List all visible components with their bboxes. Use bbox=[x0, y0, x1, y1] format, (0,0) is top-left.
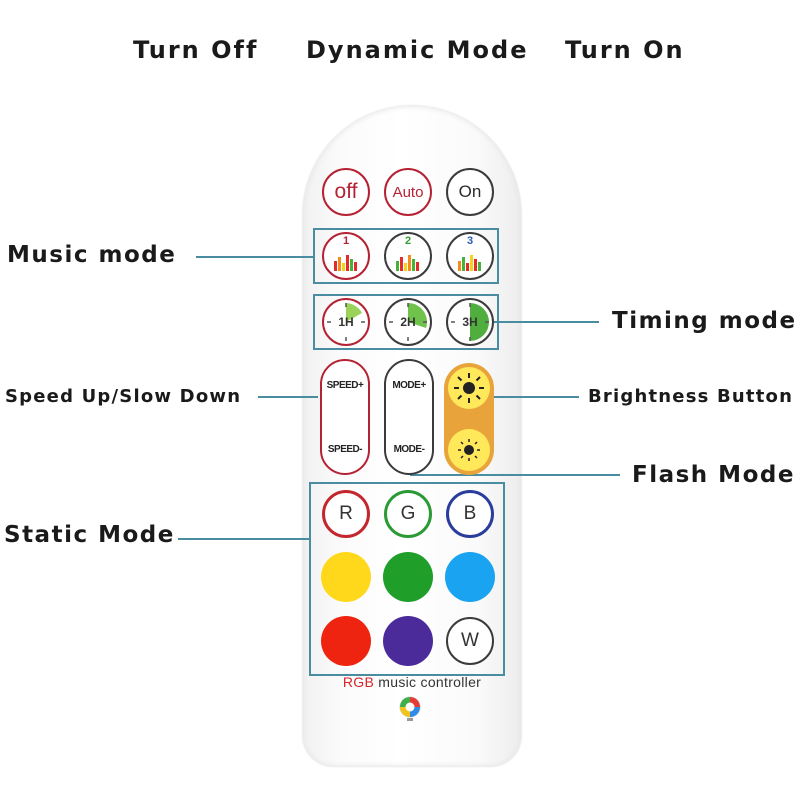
music-mode-2-number: 2 bbox=[404, 235, 412, 247]
green-letter-label: G bbox=[400, 503, 416, 524]
music-mode-1-button[interactable]: 1 bbox=[322, 232, 370, 280]
equalizer-icon bbox=[396, 255, 419, 271]
turn-on-label: Turn On bbox=[565, 36, 685, 64]
sun-dim-icon bbox=[458, 439, 480, 461]
music-mode-3-number: 3 bbox=[466, 235, 474, 247]
music-mode-1-number: 1 bbox=[342, 235, 350, 247]
timing-mode-line bbox=[494, 321, 599, 323]
static-mode-label: Static Mode bbox=[4, 522, 175, 548]
brightness-label: Brightness Button bbox=[588, 386, 794, 407]
yellow-color-button[interactable] bbox=[321, 552, 371, 602]
blue-letter-label: B bbox=[463, 503, 477, 524]
red-letter-button[interactable]: R bbox=[322, 490, 370, 538]
auto-button[interactable]: Auto bbox=[384, 168, 432, 216]
mode-rocker: MODE+ MODE- bbox=[384, 359, 434, 475]
speed-down-button[interactable]: SPEED- bbox=[327, 443, 363, 455]
mode-up-button[interactable]: MODE+ bbox=[392, 379, 426, 391]
turn-off-label: Turn Off bbox=[133, 36, 259, 64]
white-button-label: W bbox=[461, 630, 479, 651]
auto-button-label: Auto bbox=[392, 183, 424, 201]
clock-icon bbox=[389, 303, 427, 341]
timing-mode-box bbox=[313, 294, 499, 350]
timer-1h-label: 1H bbox=[338, 315, 354, 329]
speed-label: Speed Up/Slow Down bbox=[5, 386, 242, 407]
speed-rocker: SPEED+ SPEED- bbox=[320, 359, 370, 475]
on-button-label: On bbox=[458, 182, 482, 201]
white-button[interactable]: W bbox=[446, 617, 494, 665]
brand-rest-text: music controller bbox=[374, 674, 482, 690]
speed-up-button[interactable]: SPEED+ bbox=[326, 379, 364, 391]
flash-mode-label: Flash Mode bbox=[632, 462, 795, 488]
brand-text: RGB music controller bbox=[303, 674, 521, 690]
blue-letter-button[interactable]: B bbox=[446, 490, 494, 538]
music-mode-label: Music mode bbox=[7, 242, 177, 268]
green-color-button[interactable] bbox=[383, 552, 433, 602]
timer-2h-label: 2H bbox=[400, 315, 416, 329]
mode-down-button[interactable]: MODE- bbox=[393, 443, 425, 455]
equalizer-icon bbox=[458, 255, 481, 271]
green-letter-button[interactable]: G bbox=[384, 490, 432, 538]
music-mode-2-button[interactable]: 2 bbox=[384, 232, 432, 280]
clock-icon bbox=[327, 303, 365, 341]
sun-bright-icon bbox=[454, 373, 484, 403]
music-mode-box bbox=[313, 228, 499, 284]
timer-1h-button[interactable]: 1H bbox=[322, 298, 370, 346]
timer-3h-label: 3H bbox=[462, 315, 478, 329]
sky-blue-color-button[interactable] bbox=[445, 552, 495, 602]
brand-rgb-text: RGB bbox=[342, 674, 375, 690]
timer-2h-button[interactable]: 2H bbox=[384, 298, 432, 346]
static-mode-box bbox=[309, 482, 505, 676]
brightness-down-button[interactable] bbox=[448, 429, 490, 471]
brightness-line bbox=[494, 396, 579, 398]
off-button[interactable]: off bbox=[322, 168, 370, 216]
red-color-button[interactable] bbox=[321, 616, 371, 666]
clock-icon bbox=[451, 303, 489, 341]
brightness-rocker bbox=[444, 363, 494, 475]
dynamic-mode-label: Dynamic Mode bbox=[306, 36, 529, 64]
flash-mode-line bbox=[410, 474, 620, 476]
red-letter-label: R bbox=[339, 503, 353, 524]
static-mode-line bbox=[178, 538, 310, 540]
brightness-up-button[interactable] bbox=[448, 367, 490, 409]
timer-3h-button[interactable]: 3H bbox=[446, 298, 494, 346]
speed-line bbox=[258, 396, 318, 398]
timing-mode-label: Timing mode bbox=[612, 308, 797, 334]
equalizer-icon bbox=[334, 255, 357, 271]
purple-color-button[interactable] bbox=[383, 616, 433, 666]
brand-logo-icon bbox=[399, 696, 421, 721]
music-mode-line bbox=[196, 256, 313, 258]
off-button-label: off bbox=[334, 180, 358, 203]
music-mode-3-button[interactable]: 3 bbox=[446, 232, 494, 280]
on-button[interactable]: On bbox=[446, 168, 494, 216]
